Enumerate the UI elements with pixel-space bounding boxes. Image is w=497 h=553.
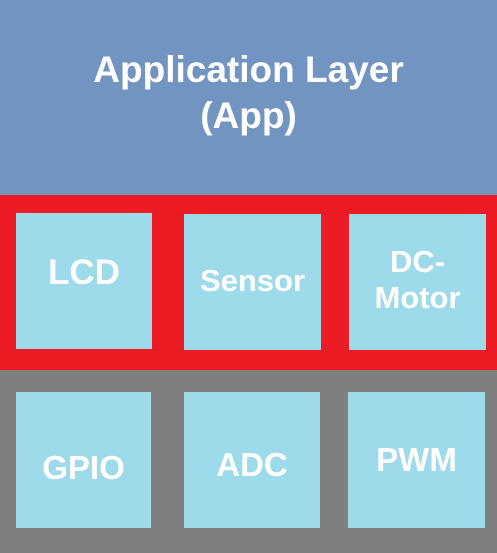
hal-module-dc-motor-label-line2: Motor xyxy=(374,280,461,315)
mcal-layer: GPIO ADC PWM xyxy=(0,370,497,553)
application-layer-title-line1: Application Layer xyxy=(93,48,404,90)
mcal-module-pwm: PWM xyxy=(348,392,485,528)
application-layer-title: Application Layer (App) xyxy=(93,47,403,139)
hal-module-lcd-label: LCD xyxy=(48,253,120,292)
hal-module-dc-motor: DC- Motor xyxy=(349,214,486,350)
mcal-module-pwm-label: PWM xyxy=(376,441,457,478)
application-layer: Application Layer (App) xyxy=(0,0,497,195)
hal-module-sensor: Sensor xyxy=(184,214,321,350)
hal-module-lcd: LCD xyxy=(16,213,152,349)
mcal-module-gpio-label: GPIO xyxy=(42,449,125,486)
mcal-module-adc: ADC xyxy=(184,392,320,528)
hal-module-dc-motor-label-line1: DC- xyxy=(389,244,446,279)
mcal-module-adc-label: ADC xyxy=(216,446,288,483)
hal-module-dc-motor-label: DC- Motor xyxy=(374,244,460,316)
mcal-module-gpio: GPIO xyxy=(16,392,151,528)
hal-module-sensor-label: Sensor xyxy=(199,263,306,298)
application-layer-title-line2: (App) xyxy=(200,94,297,136)
hal-layer: LCD Sensor DC- Motor xyxy=(0,195,497,370)
